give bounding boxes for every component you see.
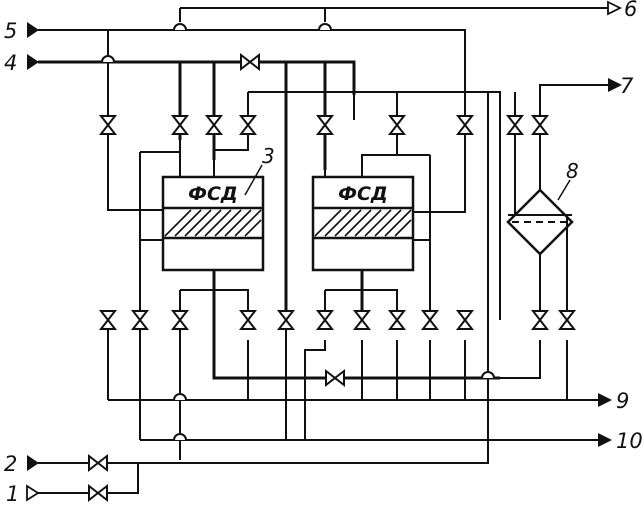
stream-6-label: 6 xyxy=(624,0,637,21)
filter-left-resin-bed xyxy=(164,209,262,237)
outlet-arrows xyxy=(598,0,623,447)
header-5-line xyxy=(38,8,466,80)
stream-7-label: 7 xyxy=(620,74,634,98)
lower-piping xyxy=(107,92,598,460)
stream-10-label: 10 xyxy=(616,429,643,453)
filter-left-label: ФСД xyxy=(188,183,238,205)
stream-4-label: 4 xyxy=(4,51,17,75)
stream-2-label: 2 xyxy=(4,452,17,476)
filter-right-label: ФСД xyxy=(338,183,388,205)
callout-8-leader xyxy=(557,179,571,201)
callout-8: 8 xyxy=(566,159,579,183)
outlet-7-line xyxy=(508,84,610,320)
inlet-2-line xyxy=(38,440,489,464)
inlet-arrows xyxy=(26,22,40,502)
callout-3-leader xyxy=(244,164,263,196)
filter-right xyxy=(311,175,415,272)
stream-5-label: 5 xyxy=(4,19,17,43)
filter-right-resin-bed xyxy=(314,209,412,237)
valves xyxy=(88,54,575,501)
heat-exchanger xyxy=(506,188,574,256)
callout-3: 3 xyxy=(262,144,275,168)
crossover-bridges xyxy=(101,23,495,441)
stream-9-label: 9 xyxy=(616,389,629,413)
inlet-1-line xyxy=(38,463,139,494)
stream-1-label: 1 xyxy=(6,482,19,506)
upper-piping xyxy=(107,52,501,330)
